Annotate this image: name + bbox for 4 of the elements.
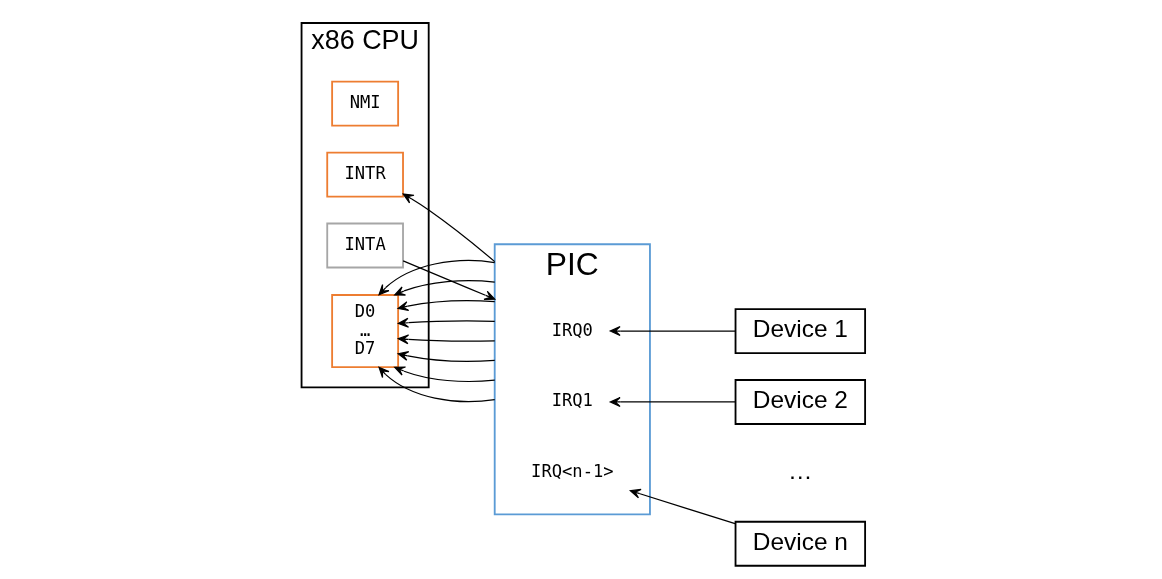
label: … [787,456,813,484]
node-text: IRQ0 [551,319,593,340]
node-text: IRQ1 [551,390,593,411]
node-text: IRQ<n-1> [530,461,614,482]
